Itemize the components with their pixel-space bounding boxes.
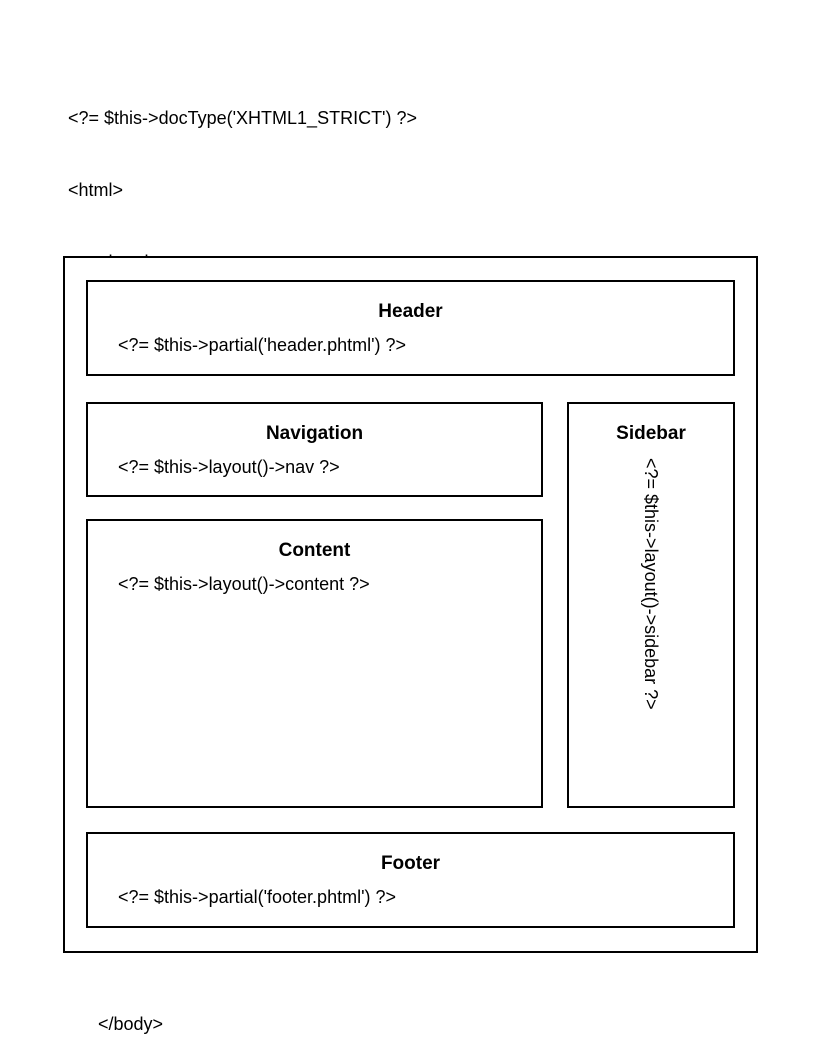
- navigation-box: Navigation <?= $this->layout()->nav ?>: [86, 402, 543, 497]
- php-source-bottom: </body> </html>: [68, 964, 163, 1056]
- code-line-html-open: <html>: [68, 180, 124, 200]
- content-box-title: Content: [278, 540, 351, 561]
- code-line-body-close: </body>: [98, 1014, 164, 1034]
- footer-box-code: <?= $this->partial('footer.phtml') ?>: [118, 887, 397, 907]
- content-box: Content <?= $this->layout()->content ?>: [86, 519, 543, 808]
- navigation-box-code: <?= $this->layout()->nav ?>: [118, 457, 340, 477]
- body-wrapper-box: Header <?= $this->partial('header.phtml'…: [63, 256, 758, 953]
- footer-box-title: Footer: [380, 853, 441, 874]
- header-box-title: Header: [378, 301, 443, 322]
- content-box-code: <?= $this->layout()->content ?>: [118, 574, 370, 594]
- footer-box: Footer <?= $this->partial('footer.phtml'…: [86, 832, 735, 928]
- header-box-code: <?= $this->partial('header.phtml') ?>: [118, 335, 407, 355]
- header-box: Header <?= $this->partial('header.phtml'…: [86, 280, 735, 376]
- code-line-doctype: <?= $this->docType('XHTML1_STRICT') ?>: [68, 108, 418, 128]
- sidebar-box: Sidebar <?= $this->layout()->sidebar ?>: [567, 402, 735, 808]
- sidebar-box-code-vertical: <?= $this->layout()->sidebar ?>: [641, 458, 661, 710]
- sidebar-box-title: Sidebar: [616, 423, 686, 444]
- navigation-box-title: Navigation: [265, 423, 364, 444]
